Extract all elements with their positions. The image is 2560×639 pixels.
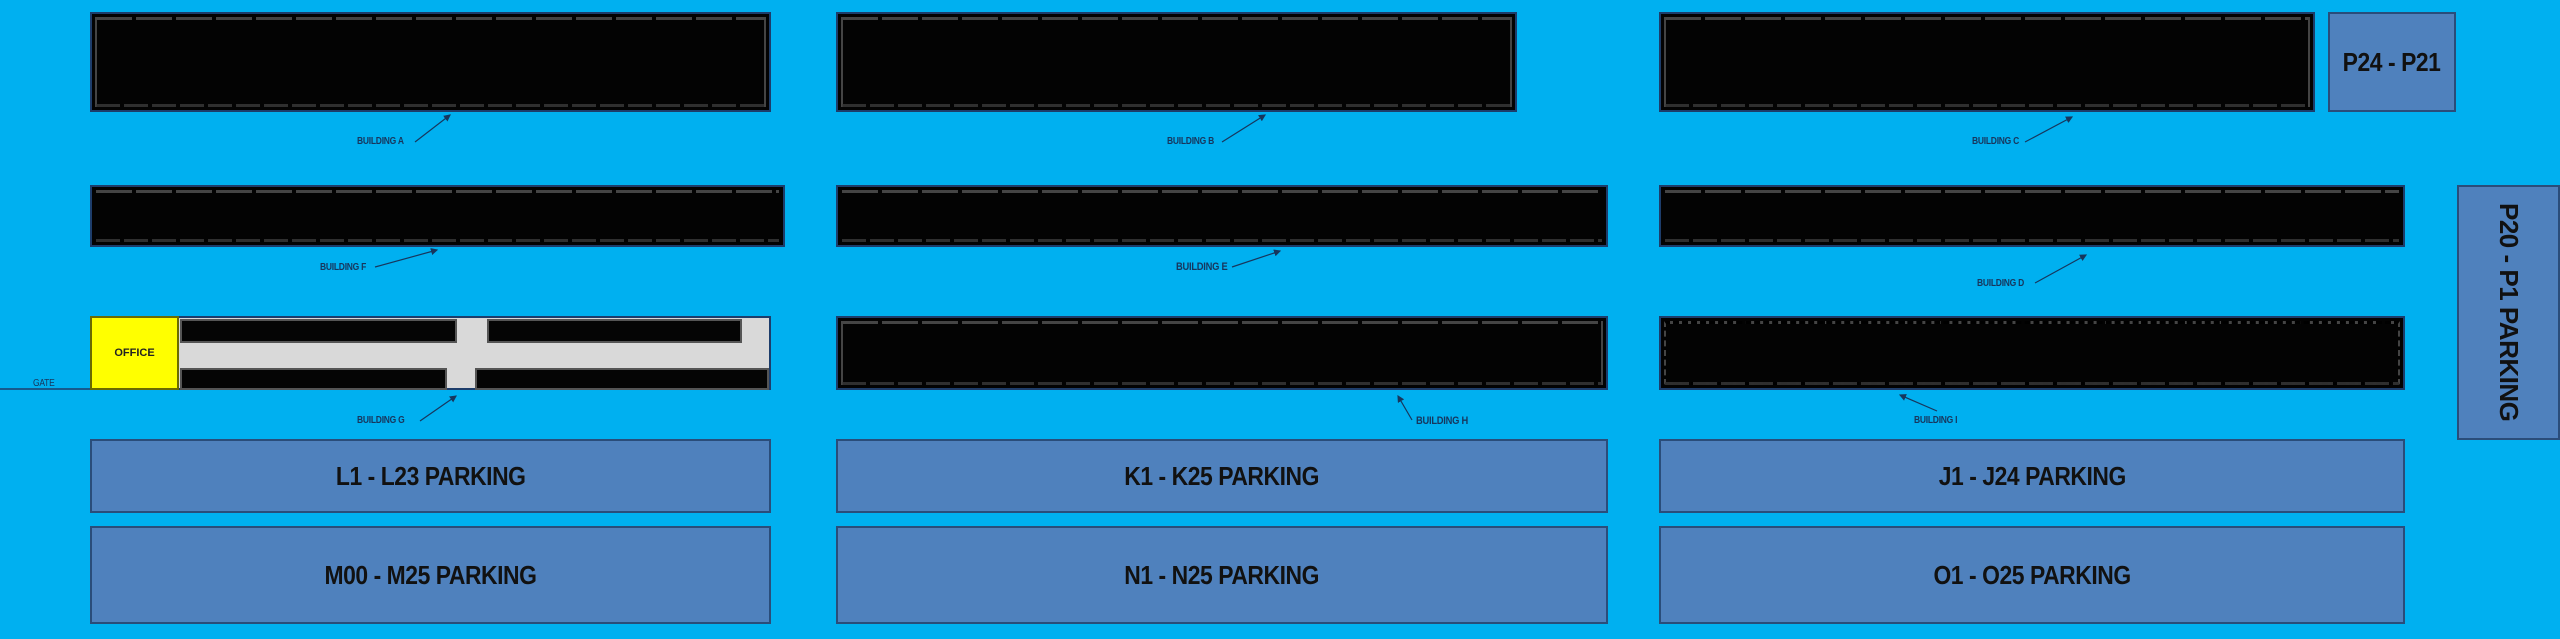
gate-label: GATE (33, 378, 55, 389)
building-h-label: BUILDING H (1416, 415, 1468, 427)
parking-k-label: K1 - K25 PARKING (1124, 460, 1320, 491)
building-a[interactable] (90, 12, 771, 112)
parking-o[interactable]: O1 - O25 PARKING (1659, 526, 2405, 624)
parking-m[interactable]: M00 - M25 PARKING (90, 526, 771, 624)
parking-n[interactable]: N1 - N25 PARKING (836, 526, 1608, 624)
office[interactable]: OFFICE (90, 316, 179, 390)
building-a-label: BUILDING A (357, 136, 404, 147)
parking-o-label: O1 - O25 PARKING (1933, 559, 2131, 590)
parking-m-label: M00 - M25 PARKING (324, 559, 537, 590)
building-e[interactable] (836, 185, 1608, 247)
building-e-label: BUILDING E (1176, 261, 1228, 273)
building-g-complex[interactable] (90, 316, 771, 390)
parking-p20-p1-label: P20 - P1 PARKING (2494, 203, 2524, 422)
parking-j[interactable]: J1 - J24 PARKING (1659, 439, 2405, 513)
building-d-label: BUILDING D (1977, 278, 2025, 289)
building-g-block-top-left (180, 319, 457, 343)
building-g-block-bottom-left (180, 368, 447, 390)
building-g-block-bottom-right (475, 368, 769, 390)
building-h[interactable] (836, 316, 1608, 390)
building-c-label: BUILDING C (1972, 136, 2020, 147)
office-label: OFFICE (114, 347, 155, 359)
building-f[interactable] (90, 185, 785, 247)
building-c[interactable] (1659, 12, 2315, 112)
building-g-block-top-right (487, 319, 742, 343)
parking-l-label: L1 - L23 PARKING (335, 460, 526, 491)
building-g-label: BUILDING G (357, 415, 405, 426)
building-i-label: BUILDING I (1914, 415, 1958, 426)
parking-p24-p21[interactable]: P24 - P21 (2328, 12, 2456, 112)
parking-p20-p1[interactable]: P20 - P1 PARKING (2457, 185, 2560, 440)
parking-j-label: J1 - J24 PARKING (1938, 460, 2126, 491)
building-i[interactable] (1659, 316, 2405, 390)
parking-l[interactable]: L1 - L23 PARKING (90, 439, 771, 513)
building-d[interactable] (1659, 185, 2405, 247)
parking-p24-p21-label: P24 - P21 (2343, 46, 2441, 77)
building-b-label: BUILDING B (1167, 136, 1215, 147)
parking-k[interactable]: K1 - K25 PARKING (836, 439, 1608, 513)
parking-n-label: N1 - N25 PARKING (1124, 559, 1320, 590)
building-f-label: BUILDING F (320, 262, 367, 273)
building-b[interactable] (836, 12, 1517, 112)
